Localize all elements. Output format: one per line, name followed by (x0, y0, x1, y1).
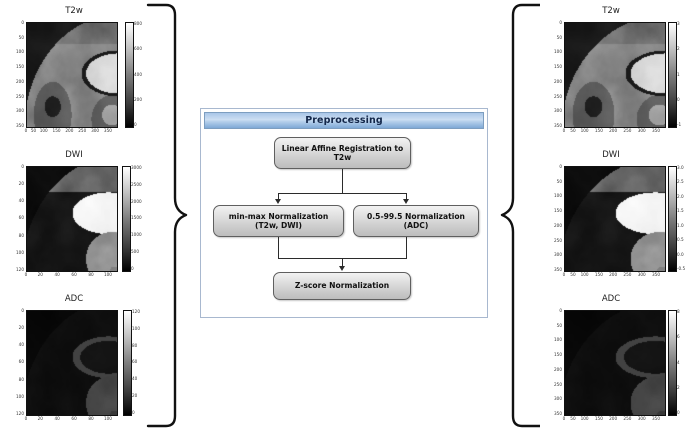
edge-to-percentile (406, 192, 408, 201)
flowchart-header: Preprocessing (204, 112, 484, 129)
mri-image-input-adc (26, 310, 118, 416)
plot-title: DWI (65, 150, 83, 160)
plot-title: T2w (65, 6, 83, 16)
colorbar-input-t2w (125, 22, 134, 128)
output-brace (500, 2, 542, 429)
edge-to-zscore (342, 258, 344, 267)
node-label: 0.5-99.5 Normalization (ADC) (367, 211, 465, 230)
mri-canvas (565, 311, 665, 415)
colorbar-output-adc (668, 310, 677, 416)
mri-canvas (27, 167, 117, 271)
edge-minmax-down (278, 237, 280, 259)
mri-canvas (27, 311, 117, 415)
mri-image-input-t2w (26, 22, 118, 128)
plot-title: DWI (602, 150, 620, 160)
arrow-to-zscore (339, 266, 346, 271)
colorbar-input-adc (123, 310, 132, 416)
arrow-to-minmax (275, 199, 281, 204)
edge-percentile-down (406, 237, 408, 259)
arrow-to-percentile (403, 199, 409, 204)
flowchart-title: Preprocessing (305, 115, 383, 126)
plot-title: ADC (64, 294, 84, 304)
mri-canvas (565, 167, 665, 271)
node-minmax-normalization[interactable]: min-max Normalization (T2w, DWI) (213, 205, 344, 237)
colorbar-output-dwi (668, 166, 677, 272)
node-label: Linear Affine Registration to T2w (281, 143, 404, 162)
node-linear-affine-registration[interactable]: Linear Affine Registration to T2w (274, 137, 411, 169)
mri-canvas (565, 23, 665, 127)
mri-image-output-dwi (564, 166, 666, 272)
node-zscore-normalization[interactable]: Z-score Normalization (273, 272, 411, 300)
plot-title: T2w (602, 6, 620, 16)
node-label: min-max Normalization (T2w, DWI) (228, 211, 329, 230)
mri-image-input-dwi (26, 166, 118, 272)
mri-image-output-adc (564, 310, 666, 416)
plot-title: ADC (601, 294, 621, 304)
node-percentile-normalization[interactable]: 0.5-99.5 Normalization (ADC) (353, 205, 479, 237)
mri-canvas (27, 23, 117, 127)
edge-reg-down (342, 169, 344, 193)
node-label: Z-score Normalization (294, 281, 390, 291)
mri-image-output-t2w (564, 22, 666, 128)
colorbar-output-t2w (668, 22, 677, 128)
colorbar-input-dwi (122, 166, 131, 272)
input-brace (146, 2, 188, 429)
edge-split-horizontal (278, 192, 407, 194)
edge-to-minmax (278, 192, 280, 201)
preprocessing-flowchart-panel: Preprocessing Linear Affine Registration… (200, 108, 488, 318)
